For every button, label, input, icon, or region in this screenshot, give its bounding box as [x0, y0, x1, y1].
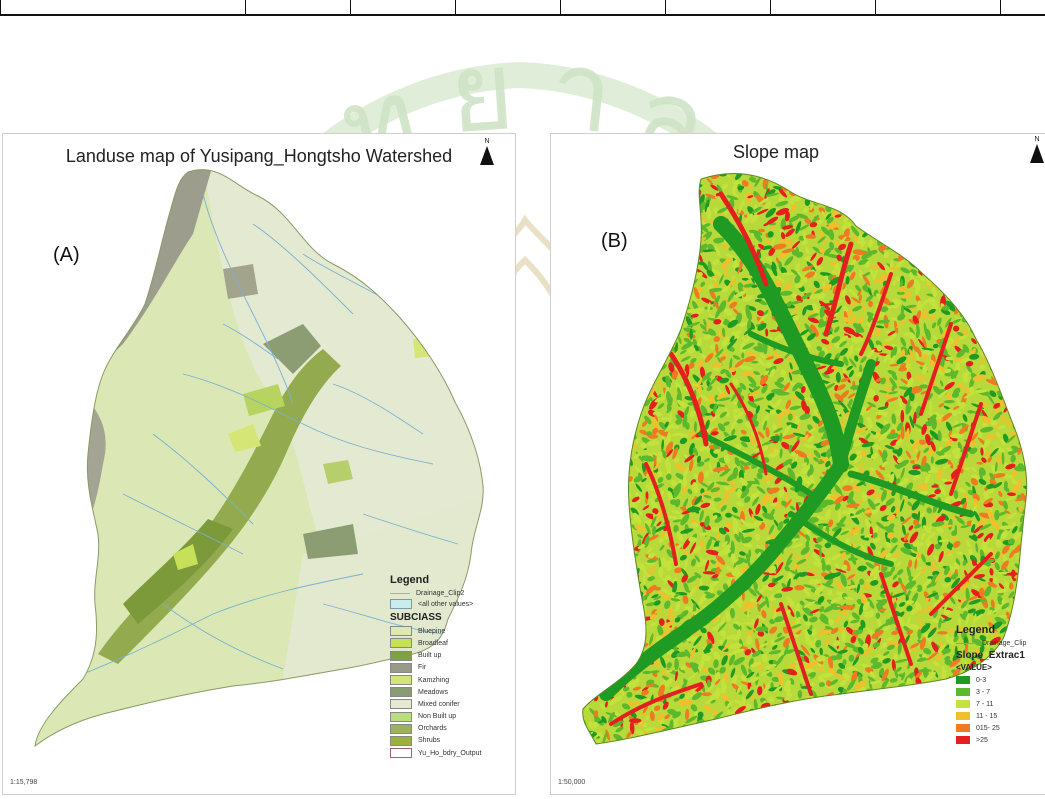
- legend-value-header: <VALUE>: [956, 663, 992, 672]
- scale-text: 1:50,000: [558, 779, 586, 786]
- legend-item-label: Built up: [418, 652, 442, 660]
- legend-item: Meadows: [390, 686, 512, 698]
- legend-item: Non Built up: [390, 711, 512, 723]
- legend-layer-name: Slope_Extrac1: [956, 650, 1025, 661]
- north-arrow-icon: N: [1027, 136, 1045, 163]
- legend-swatch: [390, 650, 412, 661]
- legend-item-label: Non Built up: [418, 713, 457, 721]
- legend-item-label: 0-3: [976, 676, 987, 684]
- legend-swatch: [390, 675, 412, 686]
- legend-item-label: Fir: [418, 664, 427, 672]
- legend-swatch: [956, 676, 970, 684]
- panel-label: (A): [53, 244, 80, 266]
- legend-item-label: 3 - 7: [976, 688, 991, 696]
- legend-item: Built up: [390, 650, 512, 662]
- legend-swatch: [956, 712, 970, 720]
- map-legend: Legend Drainage_Clip Slope_Extrac1 <VALU…: [956, 624, 1045, 746]
- slope-map-panel: Slope map (B) N Legend Drainage_Clip Slo…: [550, 133, 1045, 795]
- legend-swatch: [390, 699, 412, 710]
- legend-item-label: 7 - 11: [976, 700, 994, 708]
- legend-item: Kamzhing: [390, 674, 512, 686]
- legend-swatch: [390, 723, 412, 734]
- legend-swatch: [956, 700, 970, 708]
- legend-item: 015- 25: [956, 722, 1045, 734]
- legend-item: 3 - 7: [956, 686, 1045, 698]
- legend-drainage: Drainage_Clip2: [390, 588, 512, 598]
- legend-item: 7 - 11: [956, 698, 1045, 710]
- legend-drainage: Drainage_Clip: [956, 638, 1045, 648]
- legend-title: Legend: [390, 574, 430, 586]
- legend-item-label: Broadleaf: [418, 639, 448, 647]
- legend-item: Fir: [390, 662, 512, 674]
- legend-item: 0-3: [956, 674, 1045, 686]
- legend-item-label: 015- 25: [976, 724, 1000, 732]
- landuse-map-panel: Landuse map of Yusipang_Hongtsho Watersh…: [2, 133, 516, 795]
- legend-swatch: [390, 711, 412, 722]
- legend-item: Shrubs: [390, 735, 512, 747]
- legend-all-other: <all other values>: [390, 598, 512, 610]
- map-title: Landuse map of Yusipang_Hongtsho Watersh…: [65, 146, 453, 166]
- legend-title: Legend: [956, 624, 996, 636]
- legend-item: Bluepine: [390, 625, 512, 637]
- legend-swatch: [956, 724, 970, 732]
- legend-item: >25: [956, 734, 1045, 746]
- legend-item-label: Shrubs: [418, 737, 441, 745]
- legend-item-label: Orchards: [418, 725, 447, 733]
- legend-item-label: Mixed conifer: [418, 700, 460, 708]
- legend-swatch: [390, 735, 412, 746]
- map-title: Slope map: [732, 142, 820, 162]
- legend-item: 11 - 15: [956, 710, 1045, 722]
- map-legend: Legend Drainage_Clip2 <all other values>…: [390, 574, 512, 759]
- legend-item-label: Kamzhing: [418, 676, 450, 684]
- slope-map: [582, 172, 1028, 745]
- north-arrow-icon: N: [477, 138, 497, 165]
- legend-swatch: [390, 638, 412, 649]
- legend-swatch: [390, 687, 412, 698]
- legend-item-label: Bluepine: [418, 627, 446, 635]
- legend-swatch: [956, 736, 970, 744]
- legend-item-label: 11 - 15: [976, 712, 998, 720]
- legend-swatch: [956, 688, 970, 696]
- legend-item: Broadleaf: [390, 637, 512, 649]
- landuse-map: [34, 169, 484, 748]
- legend-item-label: Meadows: [418, 688, 448, 696]
- panel-label: (B): [601, 230, 628, 252]
- legend-boundary: Yu_Ho_bdry_Output: [390, 747, 512, 759]
- legend-item: Orchards: [390, 723, 512, 735]
- legend-item-label: >25: [976, 736, 988, 744]
- legend-swatch: [390, 662, 412, 673]
- legend-swatch: [390, 626, 412, 637]
- legend-item: Mixed conifer: [390, 698, 512, 710]
- scale-text: 1:15,798: [10, 779, 38, 786]
- legend-subclass-header: SUBCIASS: [390, 612, 442, 624]
